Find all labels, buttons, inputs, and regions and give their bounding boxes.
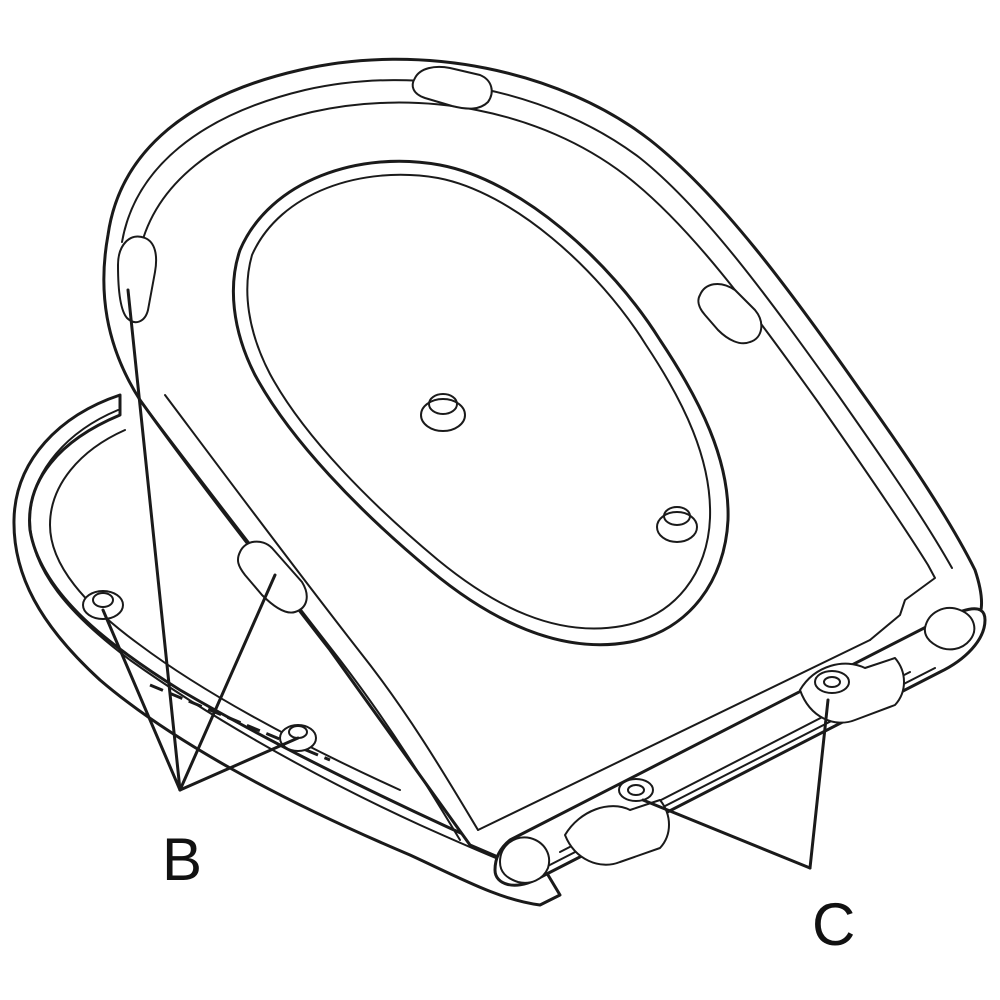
buffer-lid-side: [236, 540, 308, 614]
label-c: C: [812, 891, 855, 958]
leader-lines-c: [641, 698, 830, 870]
hinge-assembly: [493, 607, 987, 887]
buffer-inner-1: [420, 393, 466, 432]
hidden-edge-line: [149, 683, 331, 762]
label-b: B: [162, 826, 202, 893]
right-slot: [697, 283, 763, 345]
seat-opening: [231, 159, 730, 647]
seat-lid: [102, 57, 984, 864]
hinge-end-right: [923, 607, 976, 651]
hinge-left: [564, 799, 670, 866]
buffer-inner-2: [656, 506, 698, 543]
left-slot: [117, 235, 158, 324]
buffer-front-left: [82, 590, 124, 620]
top-slot: [411, 65, 493, 110]
hinge-end-left: [499, 836, 550, 884]
leader-lines-b: [101, 288, 300, 792]
